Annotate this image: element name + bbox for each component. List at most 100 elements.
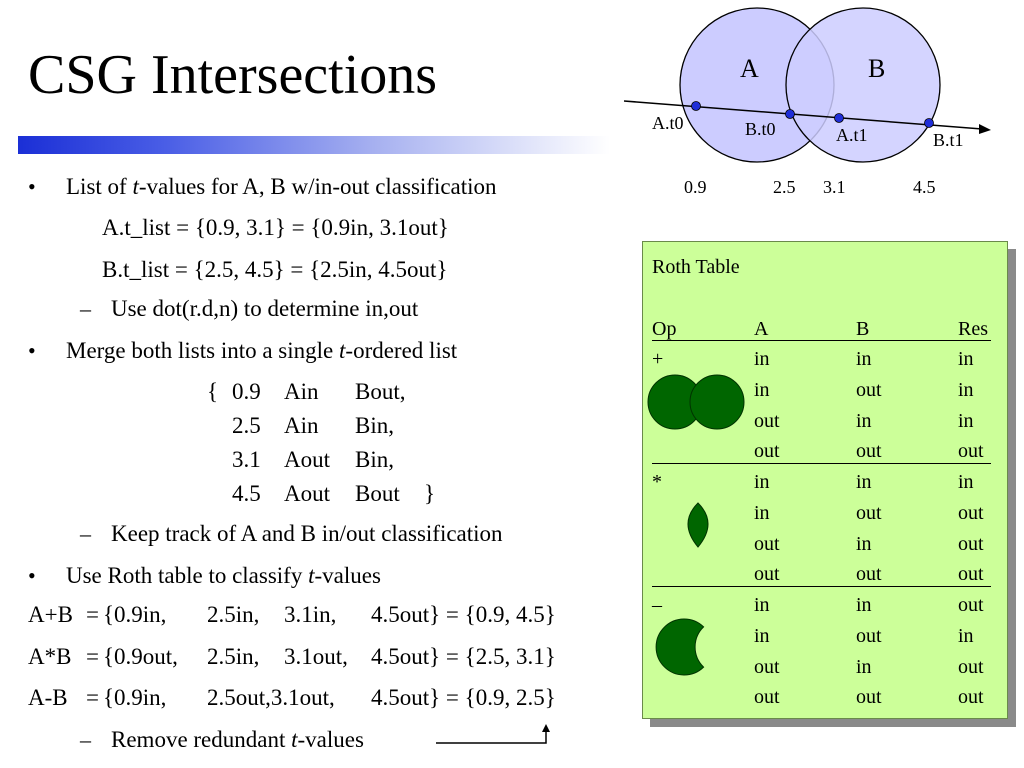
bullet-dot: • (28, 338, 36, 363)
roth-cell: out (958, 594, 984, 616)
result-lhs: A*B (28, 644, 72, 669)
roth-cell: in (754, 625, 770, 647)
t-value: 3.1 (823, 177, 846, 197)
result-c3: 3.1out, (284, 644, 348, 669)
merged-t: 0.9 (232, 379, 261, 404)
difference-crescent-icon (655, 618, 705, 676)
point-a-t1 (834, 113, 844, 123)
roth-header-a: A (754, 318, 769, 340)
sub-dot-rule: Use dot(r.d,n) to determine in,out (111, 296, 419, 321)
roth-cell: out (754, 563, 780, 585)
roth-cell: out (958, 656, 984, 678)
roth-cell: in (754, 471, 770, 493)
roth-rule (652, 340, 991, 341)
roth-cell: out (958, 563, 984, 585)
roth-cell: in (958, 410, 974, 432)
title-gradient-bar (18, 136, 610, 154)
merged-b: Bout (355, 481, 400, 506)
result-lhs: A-B (28, 685, 68, 710)
roth-cell: in (856, 471, 872, 493)
roth-cell: out (754, 533, 780, 555)
roth-header-op: Op (652, 318, 677, 340)
roth-header-b: B (856, 318, 870, 340)
roth-rule (652, 586, 991, 587)
result-c2: 2.5in, (207, 644, 260, 669)
circle-a-label: A (740, 54, 759, 83)
merged-a: Aout (284, 447, 330, 472)
roth-op-union: + (652, 348, 664, 370)
slide-title: CSG Intersections (28, 44, 438, 106)
bullet-roth: Use Roth table to classify t-values (66, 563, 381, 588)
result-eq: = (86, 602, 99, 627)
roth-cell: out (958, 533, 984, 555)
bullet-dot: • (28, 563, 36, 588)
bullet-tlist: List of t-values for A, B w/in-out class… (66, 174, 497, 199)
roth-cell: out (958, 686, 984, 708)
roth-cell: in (856, 656, 872, 678)
result-c2: 2.5in, (207, 602, 260, 627)
roth-cell: in (754, 502, 770, 524)
roth-cell: out (856, 502, 882, 524)
roth-cell: in (856, 533, 872, 555)
result-c2: 2.5out,3.1out, (207, 685, 335, 710)
merged-t: 3.1 (232, 447, 261, 472)
a-tlist-line: A.t_list = {0.9, 3.1} = {0.9in, 3.1out} (102, 215, 449, 240)
merged-t: 4.5 (232, 481, 261, 506)
point-label: B.t0 (745, 119, 776, 139)
result-c4: 4.5out} = {2.5, 3.1} (371, 644, 556, 669)
intersection-lens-icon (687, 502, 709, 548)
merged-b: Bout, (355, 379, 406, 404)
roth-cell: out (754, 440, 780, 462)
pointer-arrow-icon (436, 724, 550, 744)
venn-ray-graphic (623, 7, 991, 163)
sub-track: Keep track of A and B in/out classificat… (111, 521, 503, 546)
point-a-t0 (691, 101, 701, 111)
roth-cell: out (856, 563, 882, 585)
merged-a: Aout (284, 481, 330, 506)
point-label: A.t0 (652, 113, 684, 133)
roth-cell: in (754, 379, 770, 401)
merged-a: Ain (284, 379, 319, 404)
roth-cell: out (958, 440, 984, 462)
roth-cell: out (856, 686, 882, 708)
b-tlist-line: B.t_list = {2.5, 4.5} = {2.5in, 4.5out} (102, 257, 448, 282)
roth-cell: out (754, 686, 780, 708)
roth-op-difference: – (652, 594, 662, 616)
t-value: 2.5 (773, 177, 796, 197)
merged-b: Bin, (355, 447, 394, 472)
merged-close-brace: } (424, 481, 436, 506)
roth-table-title: Roth Table (652, 256, 740, 278)
result-lhs: A+B (28, 602, 73, 627)
roth-cell: in (958, 348, 974, 370)
result-c3: 3.1in, (284, 602, 337, 627)
result-c1: {0.9in, (103, 685, 167, 710)
sub-remove: Remove redundant t-values (111, 727, 364, 752)
ray-line (623, 100, 983, 130)
roth-cell: out (856, 440, 882, 462)
roth-cell: out (958, 502, 984, 524)
dash-mark: – (80, 296, 91, 321)
roth-op-intersection: * (652, 471, 662, 493)
result-eq: = (86, 685, 99, 710)
roth-cell: in (958, 625, 974, 647)
roth-cell: in (856, 594, 872, 616)
roth-rule (652, 463, 991, 464)
result-c4: 4.5out} = {0.9, 4.5} (371, 602, 556, 627)
bullet-merge: Merge both lists into a single t-ordered… (66, 338, 458, 363)
roth-cell: in (958, 471, 974, 493)
result-c1: {0.9in, (103, 602, 167, 627)
circle-b (785, 7, 941, 163)
roth-cell: in (754, 348, 770, 370)
roth-table: Roth Table Op A B Res + in in in in out … (642, 241, 1008, 719)
roth-cell: in (958, 379, 974, 401)
point-b-t1 (924, 118, 934, 128)
dash-mark: – (80, 521, 91, 546)
merged-open-brace: { (207, 379, 219, 404)
roth-cell: out (856, 625, 882, 647)
merged-t: 2.5 (232, 413, 261, 438)
bullet-dot: • (28, 174, 36, 199)
roth-cell: out (754, 656, 780, 678)
merged-b: Bin, (355, 413, 394, 438)
circle-b-label: B (868, 54, 886, 83)
merged-a: Ain (284, 413, 319, 438)
